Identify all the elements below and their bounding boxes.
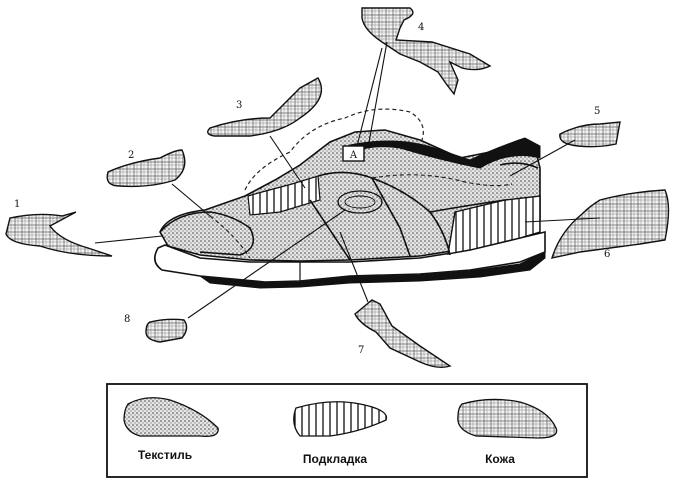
callout-2: 2 bbox=[128, 150, 134, 161]
legend-label-lining: Подкладка bbox=[303, 452, 367, 466]
callout-1: 1 bbox=[14, 199, 20, 210]
legend-label-textile: Текстиль bbox=[138, 448, 192, 462]
callout-5: 5 bbox=[594, 106, 600, 117]
legend-label-leather: Кожа bbox=[485, 452, 515, 466]
legend-item-lining: Подкладка bbox=[293, 401, 388, 466]
callout-6: 6 bbox=[604, 249, 610, 260]
legend-item-textile: Текстиль bbox=[123, 397, 219, 462]
inset-label: A bbox=[349, 150, 358, 161]
part-3-eyestay bbox=[207, 77, 323, 137]
part-4-tongue bbox=[361, 7, 492, 96]
leather-swatch bbox=[457, 398, 558, 439]
part-6-heel-counter bbox=[550, 189, 670, 259]
inset-marker: A bbox=[342, 145, 365, 162]
shoe-sole bbox=[154, 230, 546, 283]
side-badge bbox=[337, 190, 383, 214]
callout-8: 8 bbox=[124, 314, 130, 325]
shoe bbox=[154, 108, 546, 289]
lining-swatch bbox=[293, 401, 388, 437]
part-1-toe bbox=[5, 211, 113, 257]
shoe-tread bbox=[199, 251, 546, 289]
tongue-lining bbox=[247, 175, 321, 216]
callout-7: 7 bbox=[358, 345, 364, 356]
legend-item-leather: Кожа bbox=[457, 398, 558, 466]
part-8-badge bbox=[145, 318, 188, 343]
textile-swatch bbox=[123, 397, 219, 437]
callout-3: 3 bbox=[236, 100, 242, 111]
part-2-quarter bbox=[106, 149, 186, 188]
part-7-side-panel bbox=[354, 299, 452, 369]
legend: Текстиль Подкладка Кожа bbox=[106, 383, 588, 478]
leader-lines bbox=[94, 41, 601, 319]
callout-4: 4 bbox=[418, 22, 424, 33]
shoe-collar bbox=[349, 137, 541, 169]
heel-counter bbox=[447, 195, 541, 255]
